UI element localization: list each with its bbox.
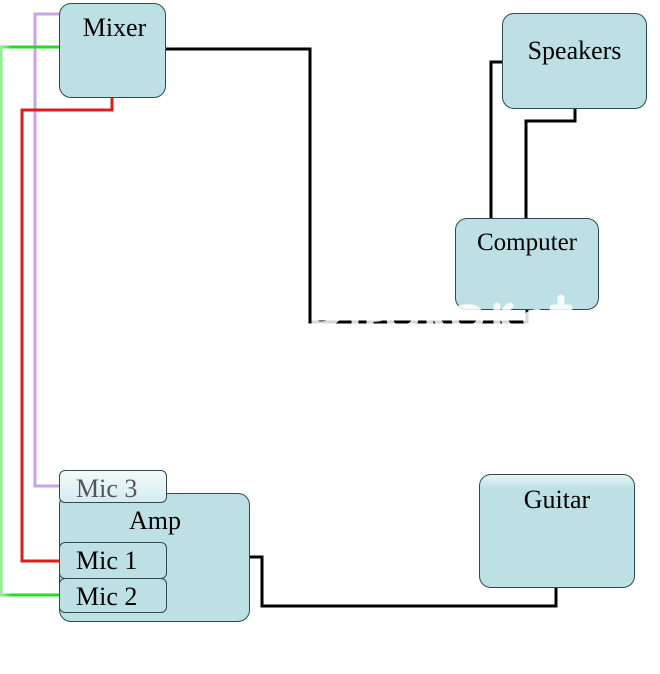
speakers-label: Speakers	[527, 36, 622, 65]
wire-mixer-mic1	[20, 97, 114, 563]
mic3-label: Mic 3	[76, 474, 138, 503]
wire-amp-guitar	[250, 555, 558, 608]
wire-mixer-mic3	[33, 12, 60, 488]
computer-label: Computer	[477, 229, 577, 256]
amp-label: Amp	[129, 506, 181, 535]
mixer-label: Mixer	[82, 13, 147, 42]
mixer-node: Mixer	[59, 3, 166, 98]
mic1-node: Mic 1	[59, 542, 167, 579]
mic2-node: Mic 2	[59, 578, 167, 613]
guitar-label: Guitar	[523, 485, 591, 514]
wire-computer-speakers-1	[489, 60, 502, 218]
computer-node: Computer	[455, 218, 599, 310]
wire-mixer-mic2	[0, 45, 60, 597]
mic3-node: Mic 3	[59, 470, 167, 503]
mic2-label: Mic 2	[76, 582, 138, 611]
speakers-node: Speakers	[502, 13, 647, 109]
wire-computer-speakers-2	[524, 109, 577, 218]
mic1-label: Mic 1	[76, 546, 138, 575]
guitar-node: Guitar	[479, 474, 635, 588]
